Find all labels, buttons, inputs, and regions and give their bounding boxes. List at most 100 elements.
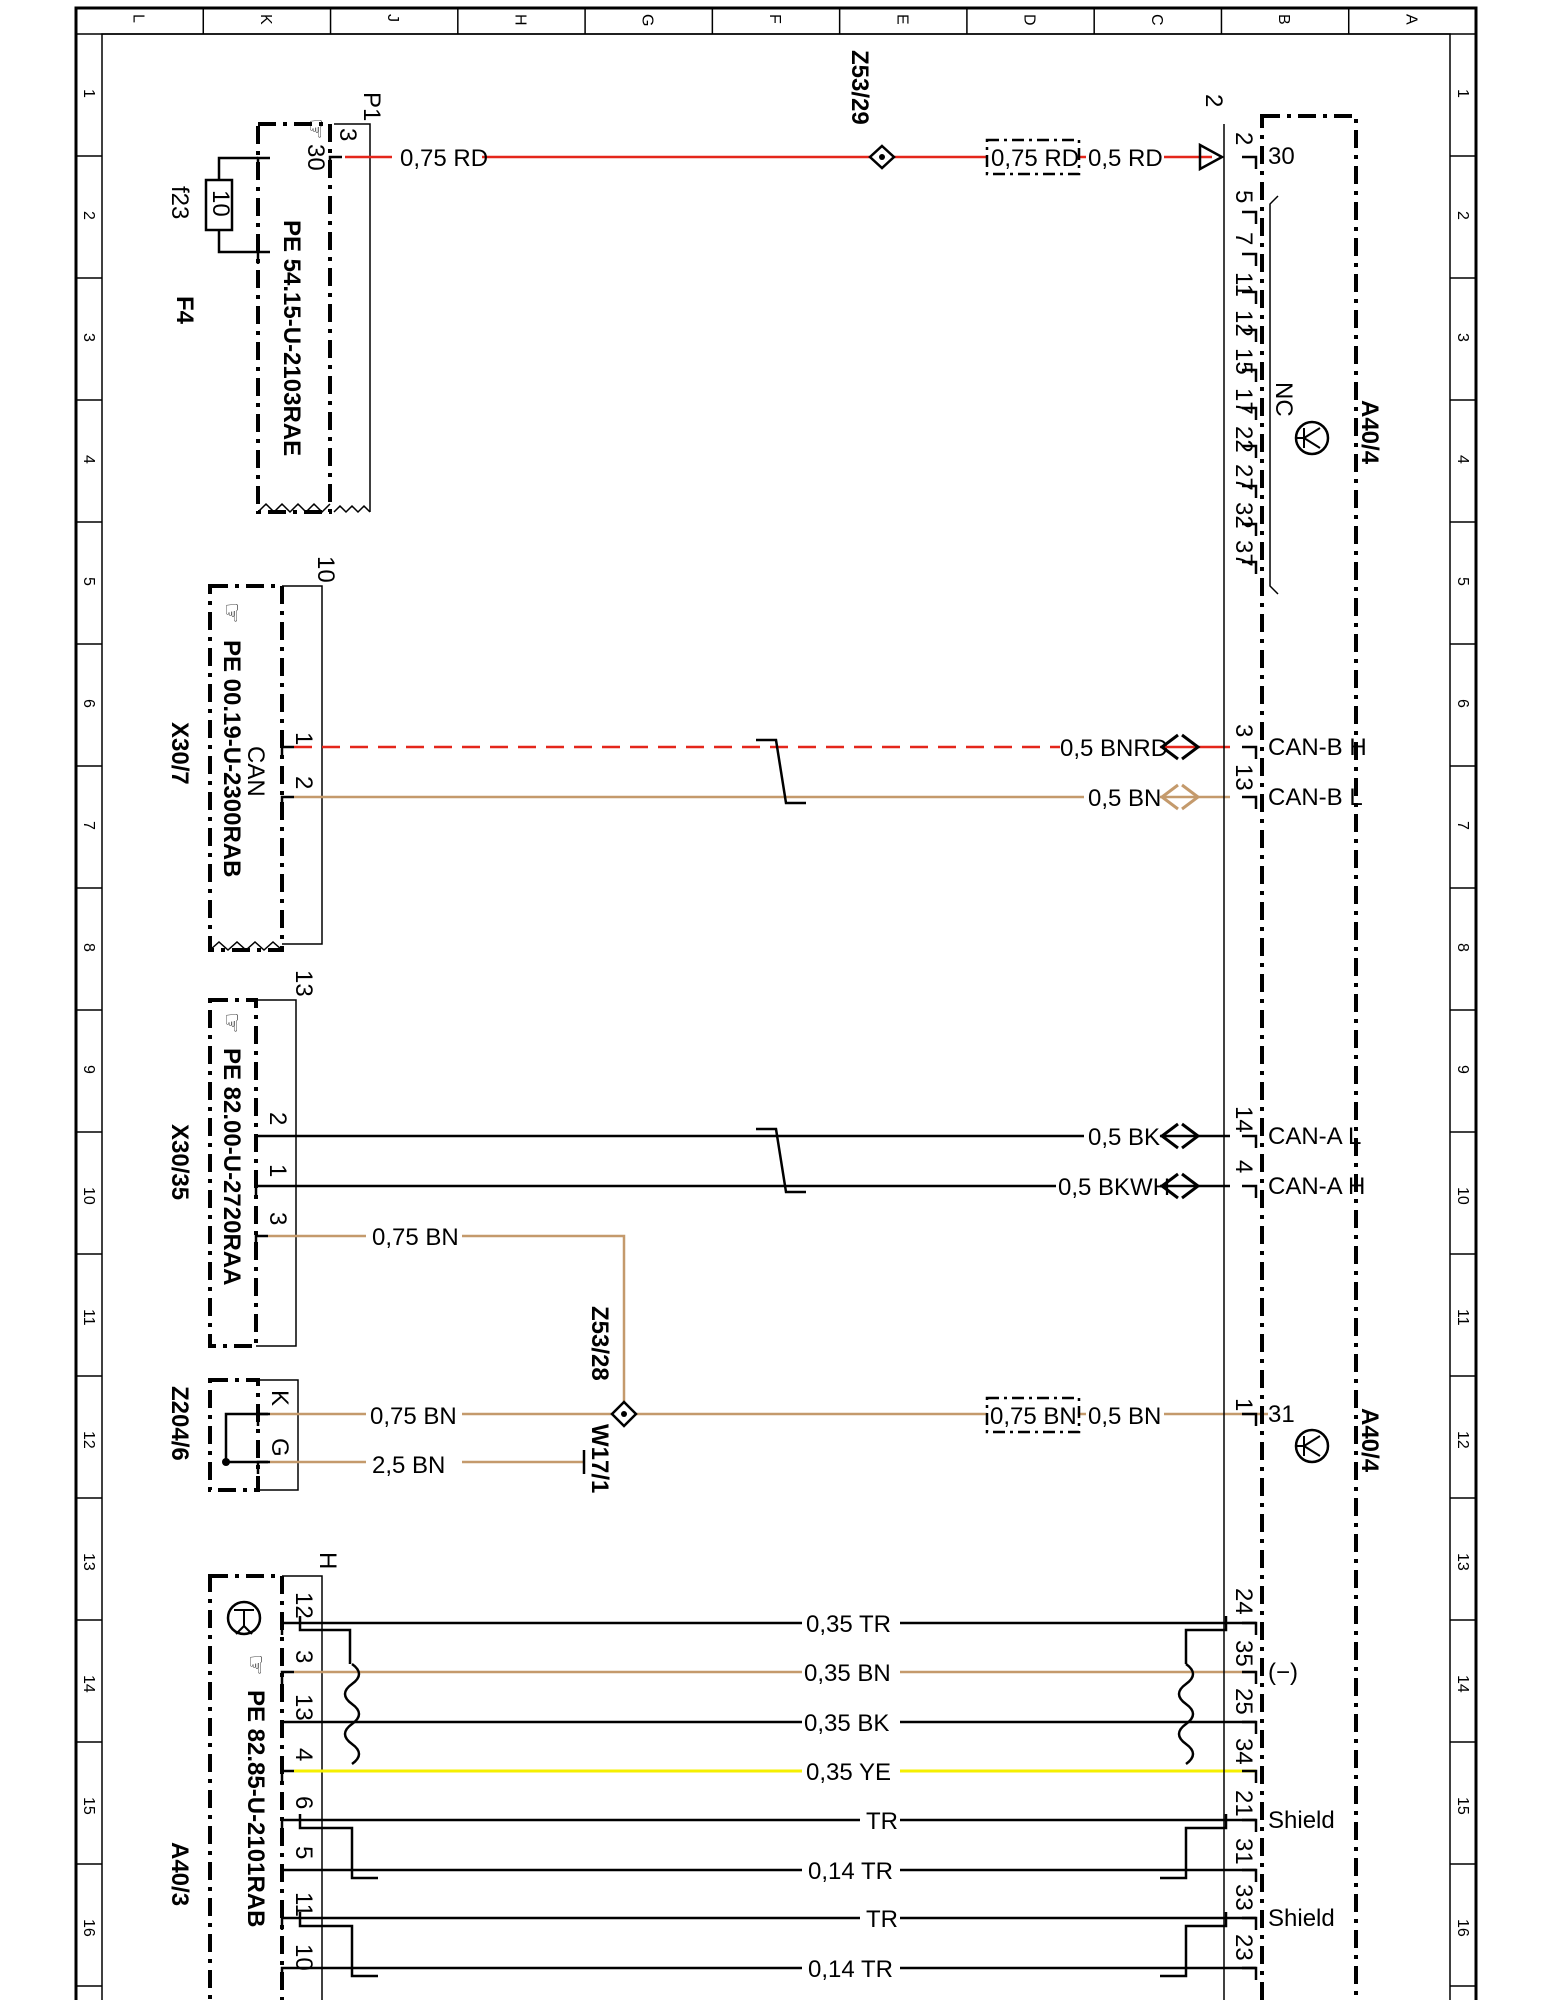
harness-wire-5-label: TR <box>866 1808 898 1835</box>
terminal-tick <box>1242 1769 1258 1783</box>
signal-minus: (−) <box>1268 1659 1298 1686</box>
a40-3-pin-13: 13 <box>290 1694 317 1721</box>
terminal-tick <box>254 1134 268 1148</box>
row-label: 10 <box>1454 1187 1471 1205</box>
row-label: 8 <box>80 943 97 952</box>
wire-7-label: 0,75 BN <box>370 1403 457 1430</box>
row-label: 1 <box>1454 89 1471 98</box>
p1-connector-outline <box>334 123 371 512</box>
column-label: G <box>639 14 656 26</box>
terminal-tick <box>1242 745 1258 759</box>
x30-35-pin-2: 2 <box>264 1112 291 1125</box>
a40-3-pin-5: 5 <box>290 1846 317 1859</box>
row-label: 6 <box>1454 699 1471 708</box>
a40-3-module-box <box>208 1574 284 2000</box>
wire-1-label: 0,75 RD <box>400 145 488 172</box>
left-terminal-group <box>254 155 342 1980</box>
signal-shield-1: Shield <box>1268 1807 1335 1834</box>
wire-7-option-box <box>985 1396 1081 1434</box>
terminal-tick <box>1242 1412 1258 1426</box>
right-pin-22: 22 <box>1230 426 1257 453</box>
pe-reference-icon: ☞ <box>302 118 329 140</box>
column-label: B <box>1275 14 1292 25</box>
wire-label-bg <box>1086 1400 1164 1430</box>
pe-reference-icon: ☞ <box>218 1012 245 1034</box>
wire-4-label: 0,5 BK <box>1088 1124 1160 1151</box>
pe-reference-icon: ☞ <box>218 602 245 624</box>
wire-5-label: 0,5 BKWH <box>1058 1174 1170 1201</box>
harness-wire-7-label: TR <box>866 1906 898 1933</box>
pe-reference-icon: ☞ <box>242 1654 269 1676</box>
a40-3-pin-3: 3 <box>290 1650 317 1663</box>
terminal-tick <box>1242 560 1258 574</box>
z204-6-module-box <box>208 1378 260 1492</box>
terminal-tick <box>1242 1966 1258 1980</box>
x30-35-module-box <box>208 998 258 1348</box>
signal-30: 30 <box>1268 143 1295 170</box>
row-label: 7 <box>80 821 97 830</box>
signal-can-b-high: CAN-B H <box>1268 734 1367 761</box>
junction-dot <box>222 1458 230 1466</box>
terminal-tick <box>256 250 270 264</box>
a40-4-label-top: A40/4 <box>1356 400 1383 465</box>
signal-can-a-low: CAN-A L <box>1268 1123 1361 1150</box>
right-pin-33: 33 <box>1230 1884 1257 1911</box>
wire-1-option-box <box>985 138 1081 176</box>
terminal-tick <box>256 1460 270 1474</box>
column-label: C <box>1148 14 1165 26</box>
wire-label-bg <box>802 1608 900 1638</box>
x30-35-connector-number: 13 <box>290 970 317 997</box>
terminal-tick <box>280 745 294 759</box>
wire-label-bg <box>802 1707 900 1737</box>
wire-3-label: 0,5 BN <box>1088 785 1161 812</box>
a40-3-pin-12: 12 <box>290 1592 317 1619</box>
right-pin-12: 12 <box>1230 310 1257 337</box>
terminal-tick <box>280 1868 294 1882</box>
wire-8-label: 2,5 BN <box>372 1452 445 1479</box>
row-label: 4 <box>1454 455 1471 464</box>
terminal-tick <box>1242 328 1258 342</box>
right-pin-24: 24 <box>1230 1588 1257 1615</box>
wire-6-label: 0,75 BN <box>372 1224 459 1251</box>
terminal-tick <box>280 1670 294 1684</box>
x30-35-outline <box>256 999 297 1347</box>
terminal-tick <box>280 1916 294 1930</box>
column-label: L <box>130 14 147 23</box>
row-label: 13 <box>80 1553 97 1571</box>
harness-wire-6-label: 0,14 TR <box>808 1858 893 1885</box>
right-pin-7: 7 <box>1230 232 1257 245</box>
right-pin-4: 4 <box>1230 1160 1257 1173</box>
x30-35-pin-1: 1 <box>264 1164 291 1177</box>
terminal-tick <box>1242 1134 1258 1148</box>
row-label: 12 <box>1454 1431 1471 1449</box>
left-shield-brackets <box>298 1616 378 1978</box>
terminal-tick <box>280 1769 294 1783</box>
wire-label-bg <box>860 1805 900 1835</box>
terminal-tick <box>1242 1670 1258 1684</box>
harness-wire-2-label: 0,35 BN <box>804 1660 891 1687</box>
pe-reference-2: PE 00.19-U-2300RAB <box>218 640 245 877</box>
wire-label-bg <box>1086 142 1164 172</box>
row-label: 14 <box>80 1675 97 1693</box>
row-label: 16 <box>1454 1919 1471 1937</box>
signal-can-b-low: CAN-B L <box>1268 784 1363 811</box>
right-pin-25: 25 <box>1230 1688 1257 1715</box>
wire-label-bg <box>802 1953 900 1983</box>
right-pin-23: 23 <box>1230 1934 1257 1961</box>
fuse-f23-value: 10 <box>207 190 234 217</box>
terminal-tick <box>1242 1868 1258 1882</box>
column-label: D <box>1021 14 1038 26</box>
terminal-tick <box>1242 484 1258 498</box>
terminal-tick <box>1242 1621 1258 1635</box>
terminal-tick <box>1242 522 1258 536</box>
wire-2-label: 0,5 BNRD <box>1060 735 1168 762</box>
row-label: 9 <box>1454 1065 1471 1074</box>
a40-3-transistor-icon <box>226 1600 262 1636</box>
terminal-tick <box>1242 252 1258 266</box>
p1-pin-30: 30 <box>302 144 329 171</box>
terminal-tick <box>280 1720 294 1734</box>
z204-6-pin-k: K <box>266 1390 293 1406</box>
a40-3-pin-6: 6 <box>290 1796 317 1809</box>
terminal-tick <box>256 1412 270 1426</box>
